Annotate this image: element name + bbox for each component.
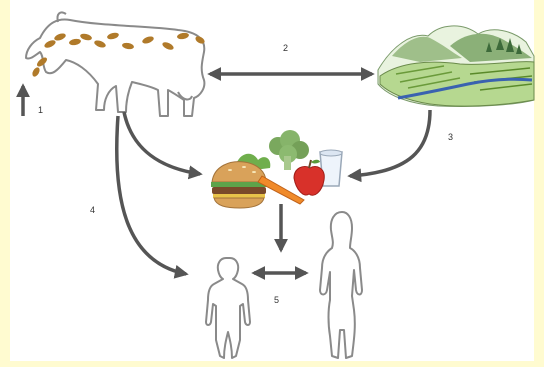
arrow-cow-to-food (122, 111, 203, 180)
cow-spots (32, 32, 205, 77)
burger-icon (211, 161, 267, 209)
label-4: 4 (90, 205, 95, 215)
apple-icon (293, 159, 325, 196)
child-icon (205, 257, 251, 359)
label-1: 1 (38, 105, 43, 115)
label-5: 5 (274, 295, 279, 305)
label-3: 3 (448, 132, 453, 142)
farmland-icon (377, 25, 535, 108)
cow-icon (25, 11, 206, 117)
food-icon (211, 130, 343, 209)
broccoli-icon (269, 130, 309, 170)
label-2: 2 (283, 43, 288, 53)
arrow-3 (347, 109, 432, 183)
glass-icon (319, 149, 343, 187)
carrot-icon (257, 175, 305, 205)
arrow-4 (114, 115, 189, 279)
woman-icon (319, 211, 363, 359)
